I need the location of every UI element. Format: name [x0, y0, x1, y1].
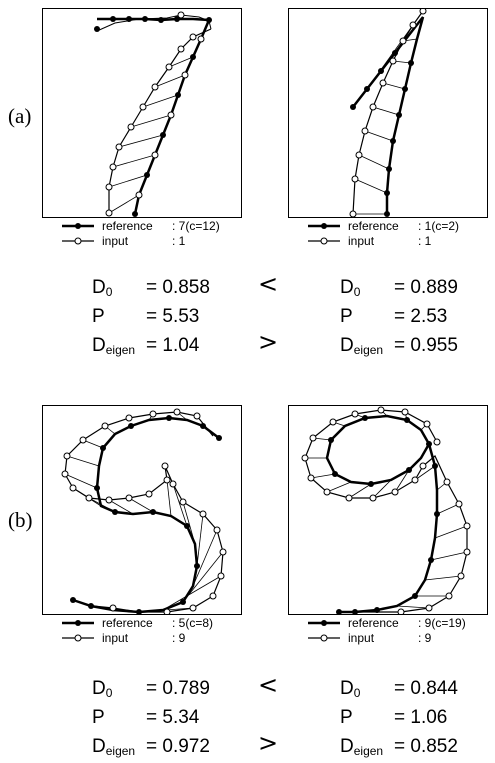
- metric-value: = 0.889: [394, 277, 458, 298]
- panel-a-left-metrics: D0= 0.858 P= 5.53 Deigen= 1.04: [92, 273, 252, 360]
- metric-subscript: eigen: [353, 744, 384, 758]
- panel-b-right-legend: reference : 9(c=19) input : 9: [306, 616, 491, 646]
- legend-value: : 1: [172, 234, 186, 248]
- legend-item-input: input : 9: [60, 631, 250, 646]
- panel-a-left-strokes: [94, 11, 212, 217]
- metric-subscript: eigen: [105, 744, 136, 758]
- panel-a-right-metrics: D0= 0.889 P= 2.53 Deigen= 0.955: [340, 273, 490, 360]
- legend-name: input: [102, 234, 129, 248]
- panel-label-a: (a): [8, 104, 32, 128]
- metric-symbol: D: [340, 736, 354, 757]
- metric-subscript: 0: [353, 285, 361, 299]
- metric-d0: D0 = 0.789: [92, 674, 252, 703]
- reference-marker-icon: [62, 223, 94, 229]
- panel-a-right-plot: [288, 7, 488, 218]
- metric-value: = 1.04: [146, 335, 200, 356]
- metric-p: P = 1.06: [340, 703, 490, 732]
- metric-value: = 0.844: [394, 678, 458, 699]
- legend-value: : 5(c=8): [172, 616, 214, 630]
- legend-value: : 1(c=2): [418, 219, 460, 233]
- metric-subscript: 0: [105, 686, 113, 700]
- legend-value: : 7(c=12): [172, 219, 220, 233]
- legend-item-input: input : 1: [306, 234, 491, 249]
- input-marker-icon: [62, 634, 94, 642]
- metric-value: = 0.972: [146, 736, 210, 757]
- legend-name: reference: [348, 219, 399, 233]
- relation-deigen-b: >: [258, 729, 279, 757]
- legend-name: reference: [348, 616, 399, 630]
- panel-b-right-strokes: [301, 406, 471, 616]
- metric-symbol: P: [92, 306, 105, 327]
- panel-b-right-metrics: D0= 0.844 P= 1.06 Deigen= 0.852: [340, 674, 490, 761]
- legend-name: input: [348, 631, 375, 645]
- relation-d0-b: <: [258, 671, 279, 699]
- panel-b-left-legend: reference : 5(c=8) input : 9: [60, 616, 250, 646]
- legend-value: : 1: [418, 234, 432, 248]
- legend-item-reference: reference : 5(c=8): [60, 616, 250, 631]
- panel-a-right-strokes: [349, 7, 427, 218]
- metric-symbol: D: [92, 678, 106, 699]
- metric-deigen: Deigen = 0.972: [92, 732, 252, 761]
- metric-symbol: D: [340, 277, 354, 298]
- relation-deigen-a: >: [258, 328, 279, 356]
- metric-deigen: Deigen = 1.04: [92, 331, 252, 360]
- metric-value: = 0.852: [394, 736, 458, 757]
- legend-item-input: input : 1: [60, 234, 250, 249]
- legend-name: reference: [102, 219, 153, 233]
- input-marker-icon: [308, 237, 340, 245]
- legend-item-reference: reference : 1(c=2): [306, 219, 491, 234]
- panel-b-left-plot: [42, 405, 242, 616]
- reference-marker-icon: [62, 620, 94, 626]
- metric-p: P = 2.53: [340, 302, 490, 331]
- input-marker-icon: [308, 634, 340, 642]
- panel-a-right-legend: reference : 1(c=2) input : 1: [306, 219, 491, 249]
- metric-subscript: eigen: [353, 343, 384, 357]
- metric-deigen: Deigen = 0.955: [340, 331, 490, 360]
- legend-name: input: [348, 234, 375, 248]
- metric-symbol: D: [92, 736, 106, 757]
- legend-value: : 9: [172, 631, 186, 645]
- metric-d0: D0 = 0.844: [340, 674, 490, 703]
- metric-d0: D0 = 0.858: [92, 273, 252, 302]
- metric-symbol: D: [340, 335, 354, 356]
- legend-name: reference: [102, 616, 153, 630]
- reference-marker-icon: [308, 620, 340, 626]
- legend-value: : 9: [418, 631, 432, 645]
- metric-symbol: D: [92, 277, 106, 298]
- legend-item-reference: reference : 7(c=12): [60, 219, 250, 234]
- metric-subscript: 0: [353, 686, 361, 700]
- input-marker-icon: [62, 237, 94, 245]
- metric-value: = 0.789: [146, 678, 210, 699]
- legend-item-input: input : 9: [306, 631, 491, 646]
- legend-name: input: [102, 631, 129, 645]
- metric-symbol: D: [92, 335, 106, 356]
- metric-deigen: Deigen = 0.852: [340, 732, 490, 761]
- panel-b-left-strokes: [61, 408, 227, 616]
- panel-b-left-metrics: D0= 0.789 P= 5.34 Deigen= 0.972: [92, 674, 252, 761]
- metric-value: = 2.53: [394, 306, 448, 327]
- metric-value: = 5.53: [146, 306, 200, 327]
- legend-value: : 9(c=19): [418, 616, 466, 630]
- metric-value: = 0.858: [146, 277, 210, 298]
- reference-marker-icon: [308, 223, 340, 229]
- metric-value: = 5.34: [146, 707, 200, 728]
- metric-value: = 1.06: [394, 707, 448, 728]
- metric-symbol: P: [340, 306, 353, 327]
- metric-value: = 0.955: [394, 335, 458, 356]
- metric-subscript: eigen: [105, 343, 136, 357]
- metric-d0: D0 = 0.889: [340, 273, 490, 302]
- metric-symbol: P: [92, 707, 105, 728]
- relation-d0-a: <: [258, 270, 279, 298]
- metric-symbol: P: [340, 707, 353, 728]
- metric-p: P = 5.34: [92, 703, 252, 732]
- panel-a-left-legend: reference : 7(c=12) input : 1: [60, 219, 250, 249]
- panel-b-right-plot: [288, 405, 488, 616]
- legend-item-reference: reference : 9(c=19): [306, 616, 491, 631]
- metric-symbol: D: [340, 678, 354, 699]
- panel-a-left-plot: [42, 8, 242, 218]
- metric-subscript: 0: [105, 285, 113, 299]
- metric-p: P = 5.53: [92, 302, 252, 331]
- panel-label-b: (b): [8, 508, 33, 532]
